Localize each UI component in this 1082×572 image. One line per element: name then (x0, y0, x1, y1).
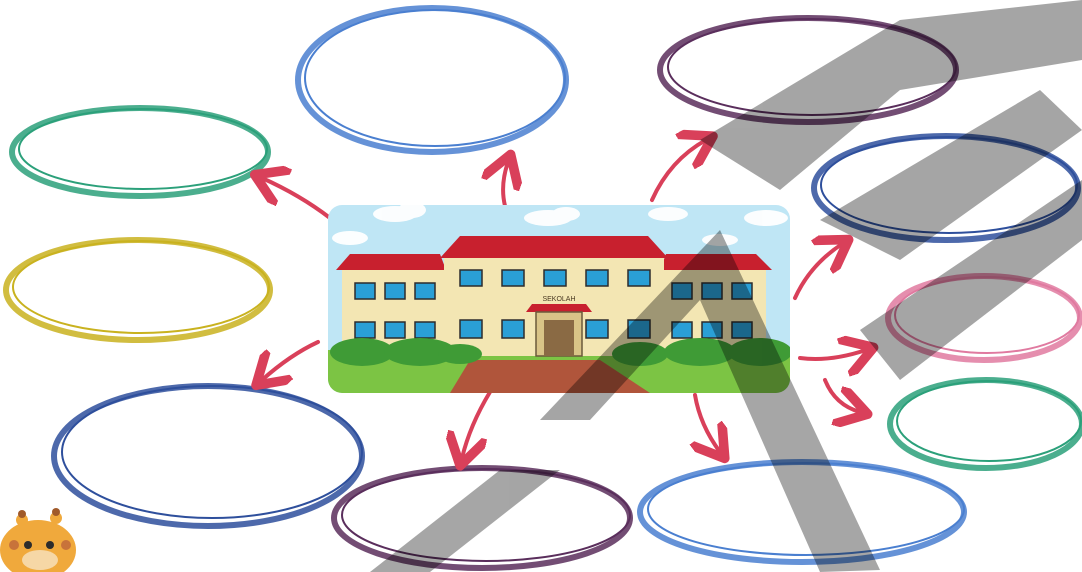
school-sign: SEKOLAH (542, 296, 575, 303)
bubble-bottom-center (331, 465, 633, 571)
arrow-to-upper-left (262, 178, 332, 220)
path (450, 360, 650, 393)
arrow-to-bottom-center (462, 390, 492, 458)
arrow-to-bottom-right (695, 393, 720, 452)
arrow-to-middle-right (798, 350, 866, 359)
bubble-top-right (657, 15, 959, 125)
bubble-lower-right (887, 377, 1082, 471)
cloud-group (332, 205, 788, 246)
arrow-to-top-center (503, 162, 508, 208)
bubble-top-center (295, 5, 569, 155)
arrow-to-lower-right (823, 378, 860, 412)
arrow-to-middle-left (262, 340, 320, 380)
arrow-group (262, 140, 866, 458)
bushes (330, 338, 790, 366)
arrow-to-upper-right (793, 244, 842, 300)
windows (354, 269, 753, 339)
bubble-upper-right (811, 133, 1081, 243)
bubble-middle-right (885, 273, 1082, 363)
bubble-middle-left (3, 237, 273, 343)
bubble-bottom-right (637, 459, 967, 565)
arrow-to-top-right (650, 140, 706, 202)
bubble-lower-left (51, 383, 365, 529)
bubble-upper-left (9, 105, 271, 199)
giraffe-mascot-icon (0, 508, 76, 572)
school-illustration: SEKOLAH (328, 205, 790, 393)
